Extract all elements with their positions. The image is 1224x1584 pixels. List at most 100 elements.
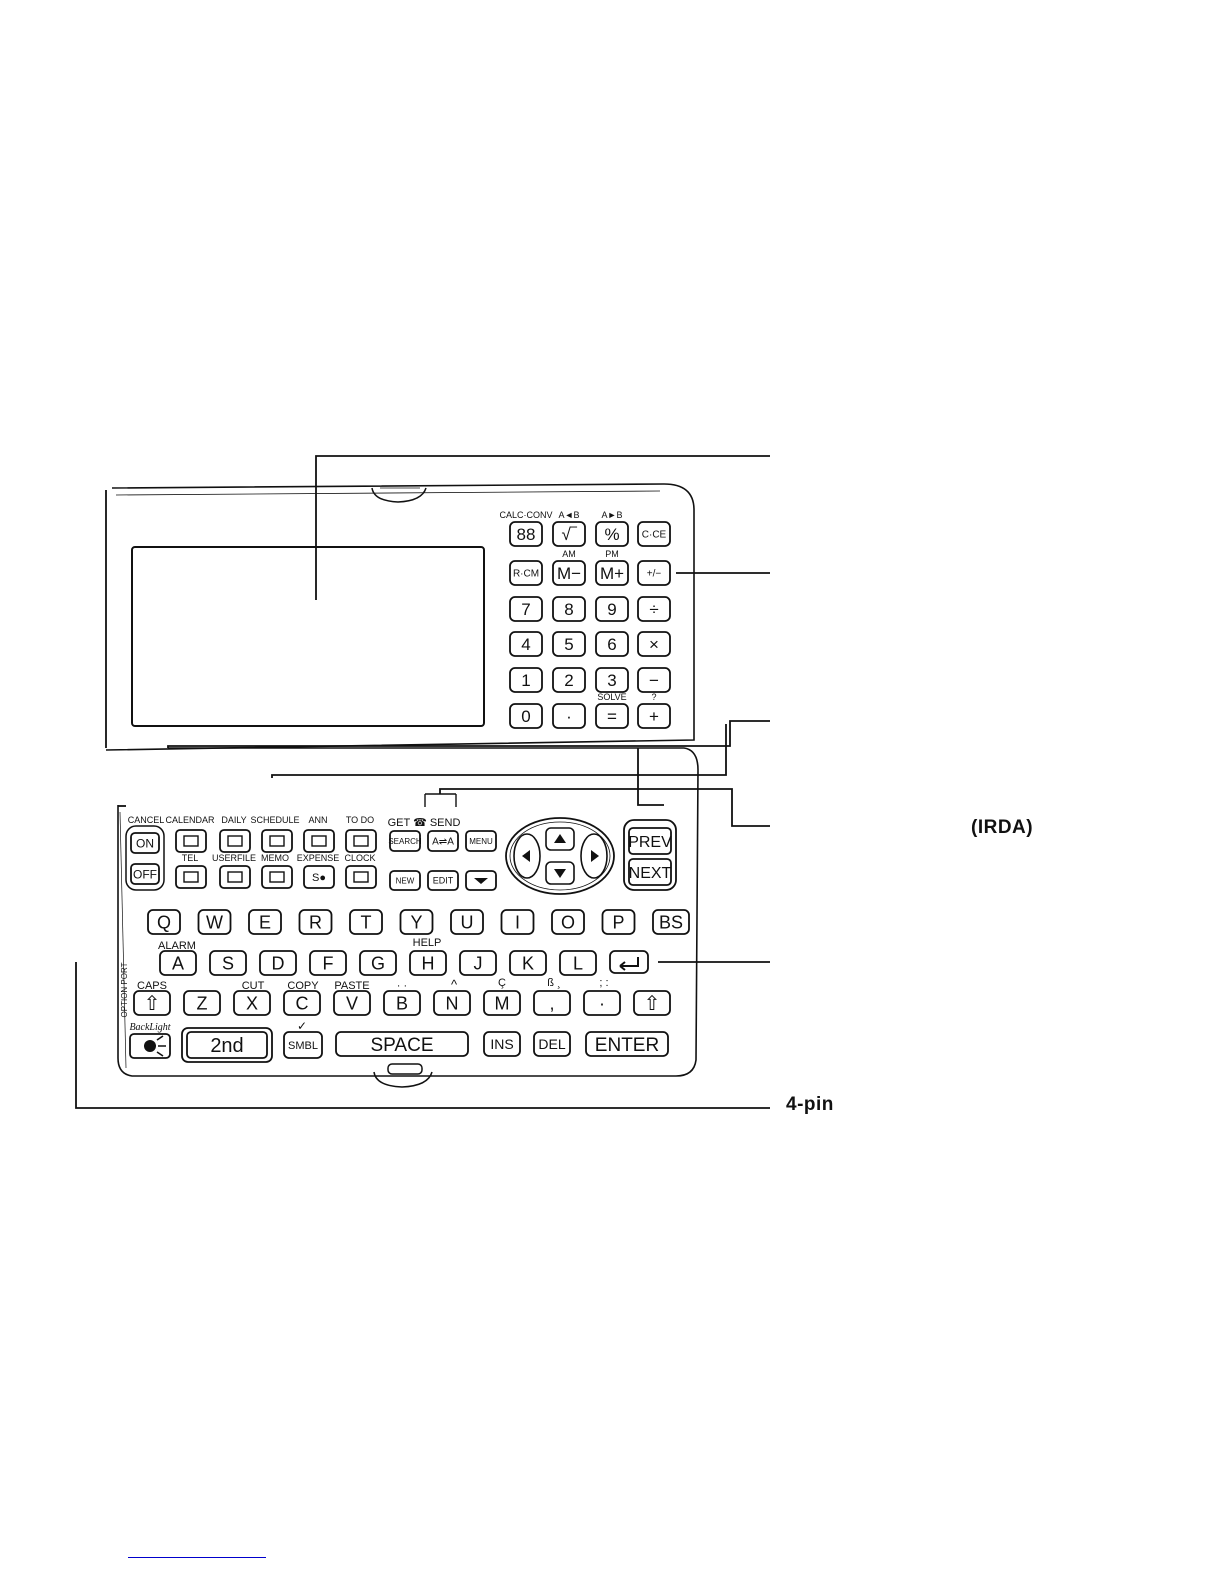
key-u[interactable]: U (450, 909, 484, 935)
down-small-key[interactable] (465, 870, 497, 891)
calc-key-5-3[interactable]: + (637, 703, 671, 729)
ins-key[interactable]: INS (483, 1031, 521, 1057)
fkey-top-3[interactable] (303, 829, 335, 853)
calc-key-5-2[interactable]: = (595, 703, 629, 729)
key-row3-5-label: N (446, 993, 459, 1013)
key-f[interactable]: F (309, 950, 347, 976)
key-s[interactable]: S (209, 950, 247, 976)
calc-key-0-1[interactable]: √‾ (552, 521, 586, 547)
calc-key-1-0[interactable]: R·CM (509, 560, 543, 586)
a-a-key[interactable]: A⇌A (427, 830, 459, 852)
calc-key-2-3[interactable]: ÷ (637, 596, 671, 622)
space-key[interactable]: SPACE (335, 1031, 469, 1057)
return-key[interactable] (609, 950, 649, 974)
enter-key-label: ENTER (595, 1035, 659, 1056)
calc-key-0-3[interactable]: C·CE (637, 521, 671, 547)
calc-key-4-2[interactable]: 3 (595, 667, 629, 693)
key-row3-3[interactable]: V (333, 990, 371, 1016)
key-e[interactable]: E (248, 909, 282, 935)
get-send-label: GET ☎ SEND (388, 817, 461, 829)
calc-key-0-0[interactable]: 88 (509, 521, 543, 547)
del-key[interactable]: DEL (533, 1031, 571, 1057)
fkey-top-1[interactable] (219, 829, 251, 853)
key-i[interactable]: I (500, 909, 535, 935)
key-q[interactable]: Q (147, 909, 181, 935)
key-row3-0-label: Z (197, 993, 208, 1013)
key-j[interactable]: J (459, 950, 497, 976)
key-g[interactable]: G (359, 950, 397, 976)
key-k[interactable]: K (509, 950, 547, 976)
calc-key-4-0[interactable]: 1 (509, 667, 543, 693)
prev-key[interactable]: PREV (628, 827, 672, 855)
on-key[interactable]: ON (130, 832, 160, 854)
calc-key-4-1[interactable]: 2 (552, 667, 586, 693)
new-key[interactable]: NEW (389, 870, 421, 891)
key-w[interactable]: W (197, 909, 232, 935)
fkey-bottom-4[interactable] (345, 865, 377, 889)
calc-key-2-1[interactable]: 8 (552, 596, 586, 622)
key-s-label: S (222, 953, 234, 973)
key-row3-1[interactable]: X (233, 990, 271, 1016)
key-q-label: Q (157, 912, 171, 932)
key-bs[interactable]: BS (652, 909, 690, 935)
fkey-bottom-1[interactable] (219, 865, 251, 889)
calc-key-4-3[interactable]: − (637, 667, 671, 693)
fkey-top-4[interactable] (345, 829, 377, 853)
key-p[interactable]: P (601, 909, 636, 935)
cursor-pad[interactable] (505, 817, 615, 895)
key-r[interactable]: R (298, 909, 333, 935)
key-row3-6[interactable]: M (483, 990, 521, 1016)
calc-key-5-1[interactable]: · (552, 703, 586, 729)
calc-key-5-1-label: · (566, 707, 572, 726)
calc-key-4-0-label: 1 (521, 671, 530, 690)
off-key[interactable]: OFF (130, 863, 160, 885)
key-t[interactable]: T (349, 909, 383, 935)
key-l[interactable]: L (559, 950, 597, 976)
smbl-key[interactable]: SMBL (283, 1031, 323, 1059)
calc-key-1-1[interactable]: M− (552, 560, 586, 586)
search-key[interactable]: SEARCH (388, 830, 422, 852)
calc-key-2-2[interactable]: 9 (595, 596, 629, 622)
calc-key-0-1-label: √‾ (562, 525, 578, 544)
expense-key[interactable]: S● (303, 865, 335, 889)
calc-key-2-0-label: 7 (521, 600, 530, 619)
shift-left-key[interactable]: ⇧ (133, 990, 171, 1016)
key-y[interactable]: Y (399, 909, 434, 935)
triangle-down-icon (474, 878, 488, 884)
calc-key-2-0[interactable]: 7 (509, 596, 543, 622)
calc-key-3-2[interactable]: 6 (595, 631, 629, 657)
menu-key[interactable]: MENU (465, 830, 497, 852)
key-o[interactable]: O (551, 909, 585, 935)
calc-key-1-3[interactable]: +/− (637, 560, 671, 586)
shift-right-key[interactable]: ⇧ (633, 990, 671, 1016)
fkey-bottom-2[interactable] (261, 865, 293, 889)
key-row3-0[interactable]: Z (183, 990, 221, 1016)
key-a[interactable]: A (159, 950, 197, 976)
key-row3-5[interactable]: N (433, 990, 471, 1016)
backlight-key[interactable] (129, 1033, 171, 1059)
key-j-label: J (474, 953, 483, 973)
off-key-label: OFF (133, 867, 157, 881)
calc-key-0-2[interactable]: % (595, 521, 629, 547)
second-key[interactable]: 2nd (186, 1031, 268, 1059)
calc-key-1-2[interactable]: M+ (595, 560, 629, 586)
calc-key-5-0[interactable]: 0 (509, 703, 543, 729)
smbl-key-label: SMBL (288, 1040, 318, 1052)
key-row3-4[interactable]: B (383, 990, 421, 1016)
calc-key-3-0[interactable]: 4 (509, 631, 543, 657)
key-row3-7[interactable]: , (533, 990, 571, 1016)
next-key[interactable]: NEXT (628, 858, 672, 886)
key-d[interactable]: D (259, 950, 297, 976)
fkey-bottom-0[interactable] (175, 865, 207, 889)
fkey-bottom-label-0: TEL (182, 853, 199, 863)
key-row3-2[interactable]: C (283, 990, 321, 1016)
enter-key[interactable]: ENTER (585, 1031, 669, 1057)
key-row3-8[interactable]: · (583, 990, 621, 1016)
fkey-top-0[interactable] (175, 829, 207, 853)
calc-key-3-3[interactable]: × (637, 631, 671, 657)
cut-label: CUT (242, 980, 265, 992)
fkey-top-2[interactable] (261, 829, 293, 853)
key-h[interactable]: H (409, 950, 447, 976)
edit-key[interactable]: EDIT (427, 870, 459, 891)
calc-key-3-1[interactable]: 5 (552, 631, 586, 657)
